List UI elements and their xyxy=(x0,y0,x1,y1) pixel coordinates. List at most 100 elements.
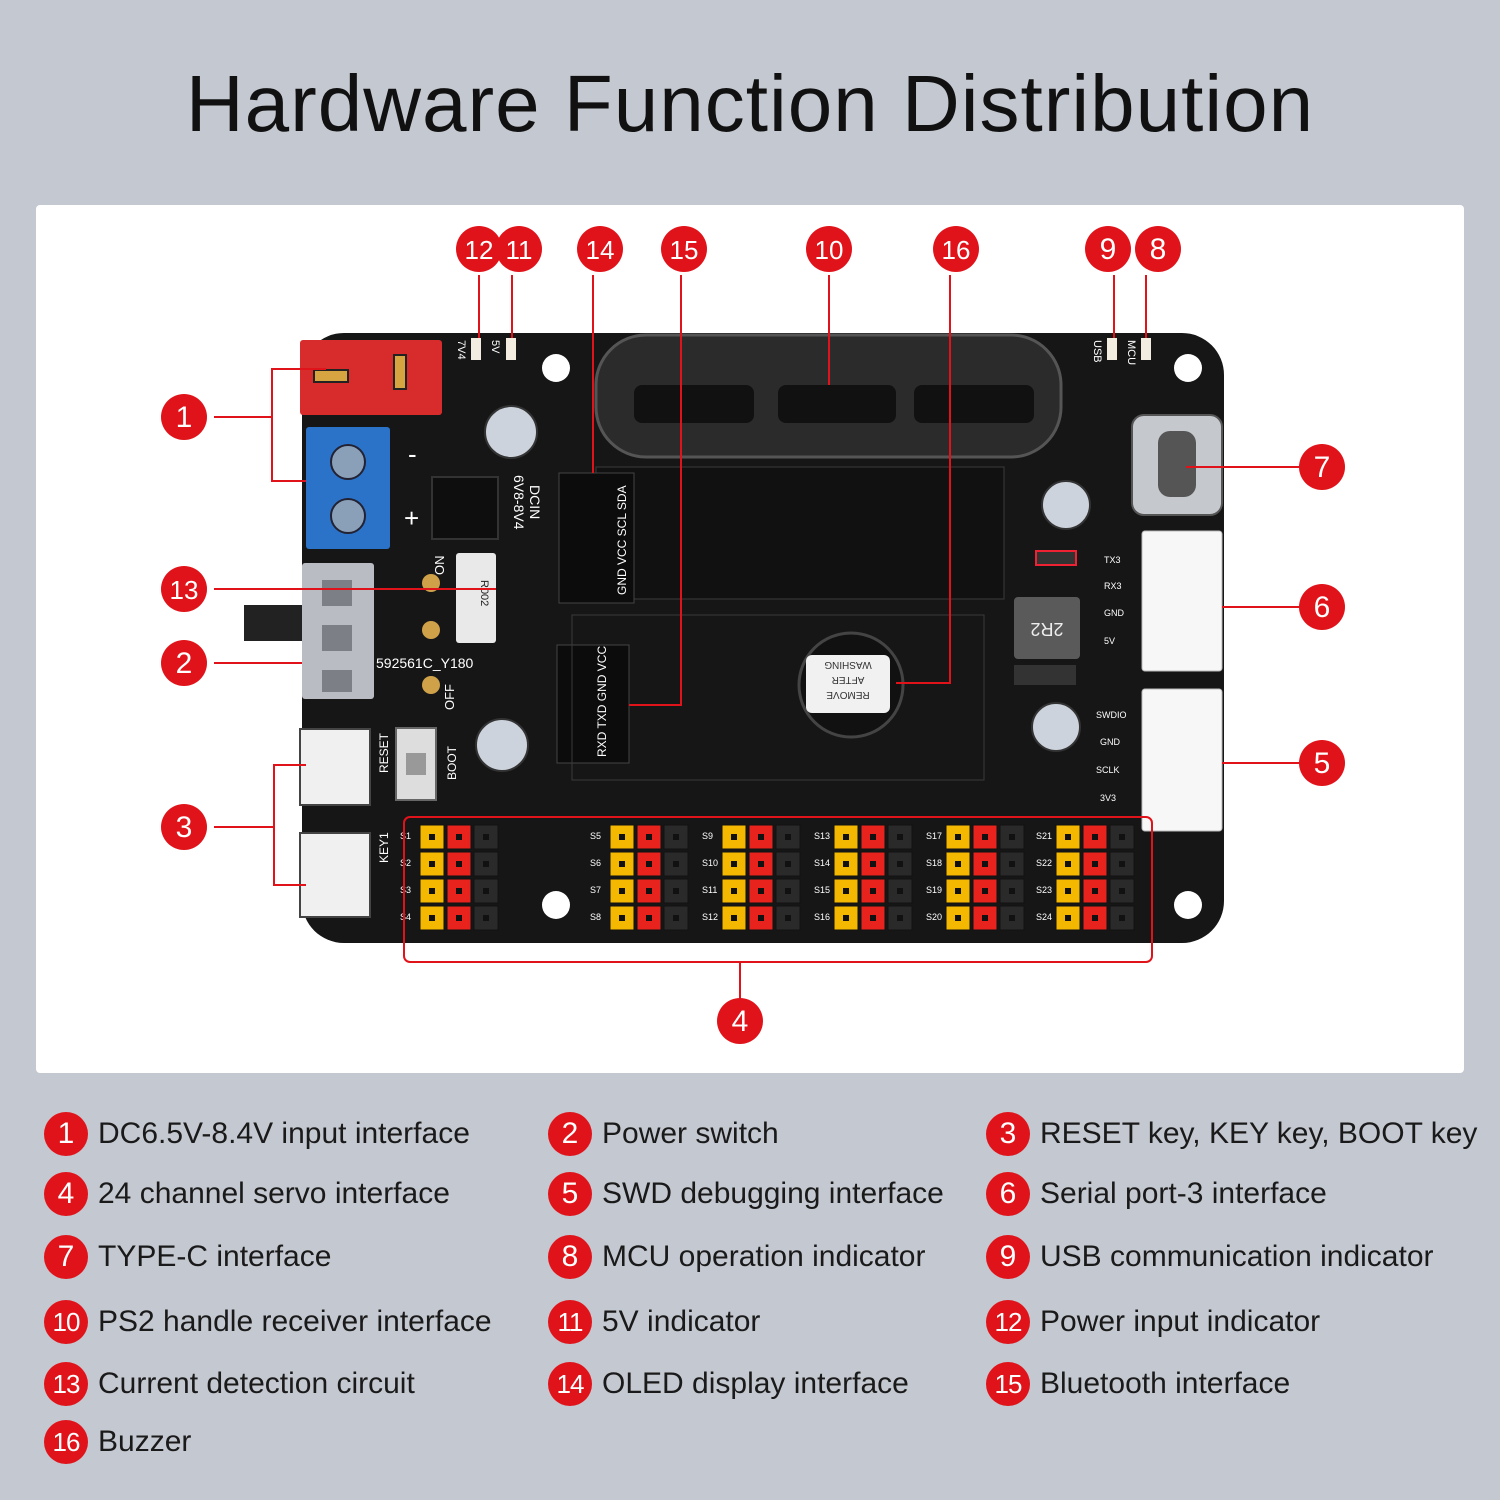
servo-label: S24 xyxy=(1036,912,1052,922)
mosfet xyxy=(431,476,499,540)
legend-text: RESET key, KEY key, BOOT key xyxy=(1040,1117,1478,1150)
servo-pin-hole xyxy=(955,915,961,921)
servo-pin-hole xyxy=(870,915,876,921)
servo-label: S6 xyxy=(590,858,601,868)
badge-2: 2 xyxy=(161,640,207,686)
led-usb-indicator xyxy=(1107,338,1117,360)
servo-label: S7 xyxy=(590,885,601,895)
badge-circle xyxy=(161,640,207,686)
servo-pin-hole xyxy=(646,834,652,840)
legend-badge: 1 xyxy=(44,1112,88,1156)
servo-pin-hole xyxy=(1065,888,1071,894)
switch-knob xyxy=(244,605,302,641)
badge-7: 7 xyxy=(1299,444,1345,490)
badge-16: 16 xyxy=(933,226,979,272)
legend-text: Buzzer xyxy=(98,1425,192,1458)
badge-circle xyxy=(496,226,542,272)
legend-text: Current detection circuit xyxy=(98,1367,415,1400)
servo-label: S16 xyxy=(814,912,830,922)
servo-label: S8 xyxy=(590,912,601,922)
board-diagram: - + 592561C_Y180 ON OFF R002 7V4 5V DCIN… xyxy=(161,226,1345,1044)
badge-number: 13 xyxy=(170,575,199,605)
boot-button-cap xyxy=(406,753,426,775)
legend-badge: 6 xyxy=(986,1172,1030,1216)
servo-label: S10 xyxy=(702,858,718,868)
servo-pin xyxy=(972,905,998,931)
servo-pin-hole xyxy=(1119,888,1125,894)
legend-badge: 13 xyxy=(44,1362,88,1406)
badge-circle xyxy=(456,226,502,272)
servo-pin-hole xyxy=(1092,915,1098,921)
servo-label: S2 xyxy=(400,858,411,868)
servo-pin-hole xyxy=(843,834,849,840)
swd-connector xyxy=(1141,688,1223,832)
servo-label: S22 xyxy=(1036,858,1052,868)
servo-pin-hole xyxy=(483,834,489,840)
badge-5: 5 xyxy=(1299,740,1345,786)
badge-circle xyxy=(1299,444,1345,490)
servo-pin-hole xyxy=(758,834,764,840)
servo-pin-hole xyxy=(429,834,435,840)
servo-pin-hole xyxy=(897,834,903,840)
legend-text: USB communication indicator xyxy=(1040,1240,1434,1273)
legend-text: Bluetooth interface xyxy=(1040,1367,1291,1400)
led-power-indicator xyxy=(471,338,481,360)
dcin-range-label: 6V8-8V4 xyxy=(511,475,527,530)
legend-badge: 7 xyxy=(44,1235,88,1279)
servo-pin-hole xyxy=(731,834,737,840)
servo-pin xyxy=(446,851,472,877)
badge-6: 6 xyxy=(1299,584,1345,630)
badge-11: 11 xyxy=(496,226,542,272)
servo-pin-hole xyxy=(785,834,791,840)
legend-badge: 15 xyxy=(986,1362,1030,1406)
servo-bracket xyxy=(403,816,1153,963)
legend-text: SWD debugging interface xyxy=(602,1177,944,1210)
legend-badge: 12 xyxy=(986,1300,1030,1344)
swd-pin-swdio: SWDIO xyxy=(1096,710,1127,720)
screw-terminal xyxy=(306,427,390,549)
servo-pin-hole xyxy=(1119,861,1125,867)
badge-number: 15 xyxy=(670,235,699,265)
legend-item-5: 5 SWD debugging interface xyxy=(548,1172,944,1216)
servo-pin-hole xyxy=(785,915,791,921)
boot-label: BOOT xyxy=(445,745,459,780)
servo-pin-hole xyxy=(456,861,462,867)
servo-pin-hole xyxy=(429,861,435,867)
capacitor xyxy=(484,405,538,459)
badge-number: 9 xyxy=(1100,233,1117,266)
servo-pin-hole xyxy=(731,888,737,894)
servo-pin-hole xyxy=(1009,888,1015,894)
badge-circle xyxy=(1299,740,1345,786)
servo-pin-hole xyxy=(870,861,876,867)
buzzer-sticker xyxy=(806,655,890,713)
key1-button xyxy=(299,832,371,918)
legend-badge: 5 xyxy=(548,1172,592,1216)
type-c-opening xyxy=(1158,431,1196,497)
legend-text: OLED display interface xyxy=(602,1367,909,1400)
badge-9: 9 xyxy=(1085,226,1131,272)
switch-pin xyxy=(422,574,440,592)
servo-pin-hole xyxy=(619,834,625,840)
badge-circle xyxy=(806,226,852,272)
legend-item-13: 13 Current detection circuit xyxy=(44,1362,415,1406)
inductor xyxy=(1014,597,1080,659)
legend-badge: 3 xyxy=(986,1112,1030,1156)
ps2-port-block xyxy=(914,385,1034,423)
leader-3b xyxy=(273,827,306,886)
legend-badge: 2 xyxy=(548,1112,592,1156)
servo-pin xyxy=(748,878,774,904)
mount-hole xyxy=(542,354,570,382)
legend-badge: 4 xyxy=(44,1172,88,1216)
servo-pin-hole xyxy=(731,861,737,867)
serial-pin-labels: TX3 RX3 GND 5V xyxy=(1104,555,1125,646)
servo-pin-hole xyxy=(646,861,652,867)
legend-badge: 16 xyxy=(44,1420,88,1464)
servo-pin-hole xyxy=(1119,915,1125,921)
switch-pin xyxy=(422,676,440,694)
servo-headers: S1S2S3S4S5S6S7S8S9S10S11S12S13S14S15S16S… xyxy=(400,824,1135,931)
